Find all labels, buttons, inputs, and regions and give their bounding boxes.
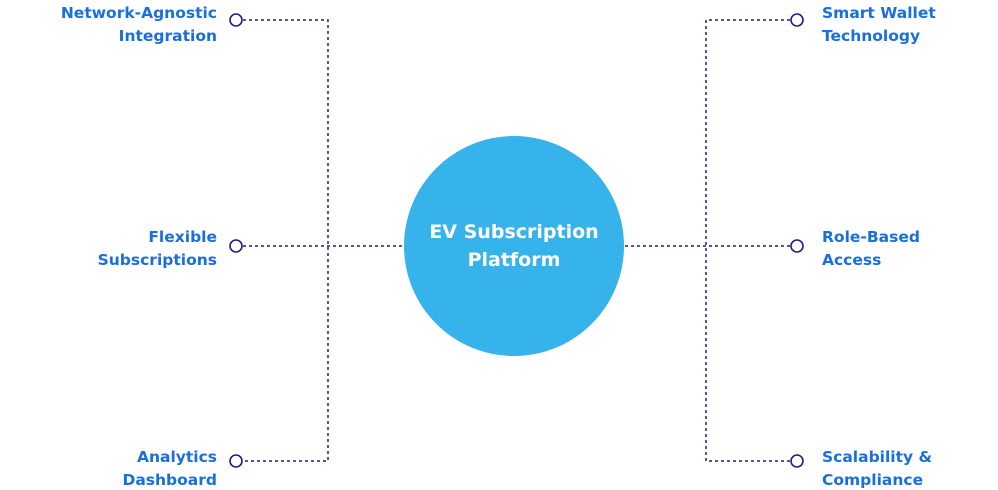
feature-label: Role-Based Access bbox=[822, 228, 920, 269]
node-dot bbox=[790, 454, 804, 468]
node-dot bbox=[229, 454, 243, 468]
feature-label: Smart Wallet Technology bbox=[822, 4, 936, 45]
node-dot bbox=[229, 239, 243, 253]
connector-right bbox=[624, 19, 790, 462]
feature-label: Scalability & Compliance bbox=[822, 448, 933, 489]
connector-left bbox=[243, 19, 404, 462]
center-hub: EV Subscription Platform bbox=[404, 136, 624, 356]
feature-label: Analytics Dashboard bbox=[122, 448, 217, 489]
feature-label: Flexible Subscriptions bbox=[97, 228, 217, 269]
node-dot bbox=[790, 13, 804, 27]
feature-label: Network-Agnostic Integration bbox=[60, 4, 217, 45]
node-dot bbox=[790, 239, 804, 253]
node-dot bbox=[229, 13, 243, 27]
center-title: EV Subscription Platform bbox=[429, 221, 599, 271]
